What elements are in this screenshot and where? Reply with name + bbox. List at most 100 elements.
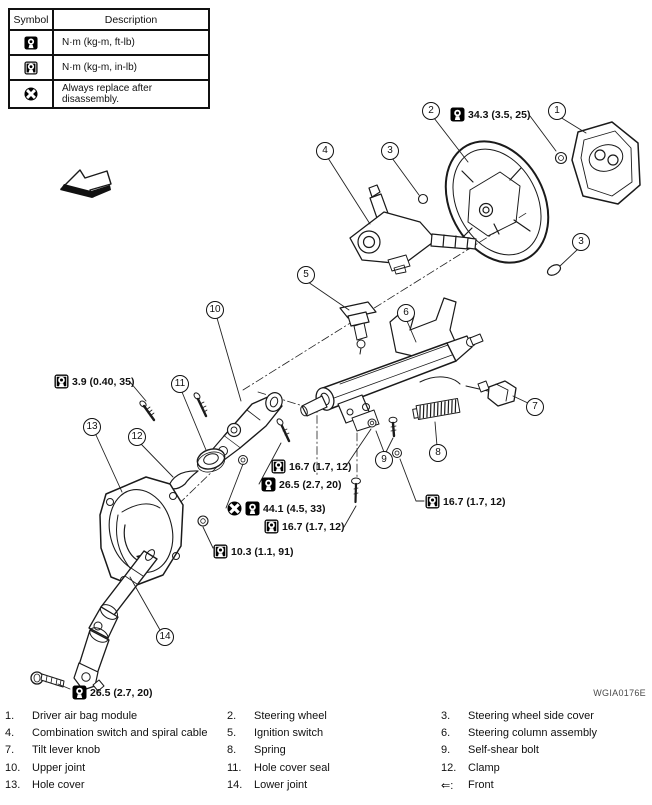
wrench-icon <box>261 477 276 492</box>
callout-12: 12 <box>128 428 146 446</box>
torque-value: 16.7 (1.7, 12) <box>289 460 352 473</box>
torque-value: 26.5 (2.7, 20) <box>90 686 153 699</box>
description-cell-1: N·m (kg-m, in-lb) <box>53 55 209 80</box>
legend-number: 9. <box>441 744 451 757</box>
torque-value: 34.3 (3.5, 25) <box>468 108 531 121</box>
legend-number: 13. <box>5 779 21 792</box>
torque-label-1: 3.9 (0.40, 35) <box>54 374 134 389</box>
clamp <box>167 470 199 490</box>
symbol-cell-0 <box>9 30 53 55</box>
legend-number: 12. <box>441 761 457 774</box>
hole-cover-seal <box>196 448 226 473</box>
torque-label-4: 44.1 (4.5, 33) <box>227 501 325 516</box>
lower-joint <box>73 549 158 692</box>
wrench-icon <box>24 35 38 50</box>
wrench-icon <box>450 107 465 122</box>
legend-number: 8. <box>227 744 237 757</box>
tapping-screw <box>351 477 361 504</box>
callout-11: 11 <box>171 375 189 393</box>
legend-label: Combination switch and spiral cable <box>32 727 208 740</box>
wrench-boxed-icon <box>54 374 69 389</box>
ignition-switch <box>339 301 377 355</box>
legend-label: Self-shear bolt <box>468 744 539 757</box>
legend-label: Steering column assembly <box>468 727 598 740</box>
symbol-cell-2 <box>9 80 53 108</box>
legend-label: Steering wheel side cover <box>468 709 594 722</box>
callout-9: 9 <box>375 451 393 469</box>
callout-5: 5 <box>297 266 315 284</box>
legend-item-5: 5. Ignition switch <box>227 724 441 741</box>
torque-value: 16.7 (1.7, 12) <box>443 495 506 508</box>
legend-number: 10. <box>5 761 21 774</box>
legend-label: Driver air bag module <box>32 709 138 722</box>
legend-item-12: 12. Clamp <box>441 759 647 776</box>
callout-3: 3 <box>381 142 399 160</box>
legend-label: Front <box>468 779 494 792</box>
callout-13: 13 <box>83 418 101 436</box>
legend-label: Lower joint <box>254 779 308 792</box>
torque-value: 3.9 (0.40, 35) <box>72 375 135 388</box>
legend-item-7: 7. Tilt lever knob <box>5 742 227 759</box>
torque-label-6: 10.3 (1.1, 91) <box>213 544 293 559</box>
torque-value: 26.5 (2.7, 20) <box>279 478 342 491</box>
torque-value: 16.7 (1.7, 12) <box>282 520 345 533</box>
callout-10: 10 <box>206 301 224 319</box>
self-shear-bolts <box>367 416 398 438</box>
wrench-boxed-icon <box>264 519 279 534</box>
legend-number: 4. <box>5 727 15 740</box>
combination-switch <box>349 184 477 275</box>
symbol-cell-1 <box>9 55 53 80</box>
wrench-icon <box>72 685 87 700</box>
legend-label: Clamp <box>468 761 500 774</box>
legend-number: 14. <box>227 779 243 792</box>
legend-number: 5. <box>227 727 237 740</box>
legend-item-9: 9. Self-shear bolt <box>441 742 647 759</box>
wrench-boxed-icon <box>271 459 286 474</box>
legend-number: ⇐: <box>441 779 454 792</box>
callout-3: 3 <box>572 233 590 251</box>
legend-number: 11. <box>227 761 242 774</box>
callout-4: 4 <box>316 142 334 160</box>
torque-label-3: 26.5 (2.7, 20) <box>261 477 341 492</box>
torque-label-2: 16.7 (1.7, 12) <box>271 459 351 474</box>
torque-label-8: 26.5 (2.7, 20) <box>72 685 152 700</box>
legend-label: Steering wheel <box>254 709 327 722</box>
legend-item-⇐: ⇐: Front <box>441 777 647 794</box>
torque-value: 10.3 (1.1, 91) <box>231 545 294 558</box>
torque-label-7: 16.7 (1.7, 12) <box>425 494 505 509</box>
legend-item-6: 6. Steering column assembly <box>441 724 647 741</box>
wrench-boxed-icon <box>213 544 228 559</box>
wrench-boxed-icon <box>425 494 440 509</box>
legend-item-11: 11.Hole cover seal <box>227 759 441 776</box>
legend-item-2: 2. Steering wheel <box>227 707 441 724</box>
hole-cover <box>99 476 209 587</box>
front-arrow <box>60 169 112 198</box>
callout-1: 1 <box>548 102 566 120</box>
legend-item-4: 4. Combination switch and spiral cable <box>5 724 227 741</box>
figure-code: WGIA0176E <box>593 688 646 698</box>
legend-number: 7. <box>5 744 15 757</box>
callout-8: 8 <box>429 444 447 462</box>
callout-7: 7 <box>526 398 544 416</box>
exploded-diagram-art <box>30 115 641 692</box>
legend-number: 6. <box>441 727 451 740</box>
leader-lines <box>57 115 587 690</box>
small-parts <box>139 151 568 458</box>
legend-label: Tilt lever knob <box>32 744 101 757</box>
legend-label: Hole cover <box>32 779 85 792</box>
legend-number: 3. <box>441 709 451 722</box>
wrench-boxed-icon <box>24 60 38 75</box>
legend-label: Ignition switch <box>254 727 324 740</box>
legend-item-8: 8. Spring <box>227 742 441 759</box>
legend-number: 2. <box>227 709 237 722</box>
torque-value: 44.1 (4.5, 33) <box>263 502 326 515</box>
legend-label: Upper joint <box>32 761 86 774</box>
description-cell-0: N·m (kg-m, ft-lb) <box>53 30 209 55</box>
legend-item-14: 14. Lower joint <box>227 777 441 794</box>
callout-14: 14 <box>156 628 174 646</box>
spring <box>412 397 461 421</box>
legend-label: Spring <box>254 744 286 757</box>
callout-6: 6 <box>397 304 415 322</box>
